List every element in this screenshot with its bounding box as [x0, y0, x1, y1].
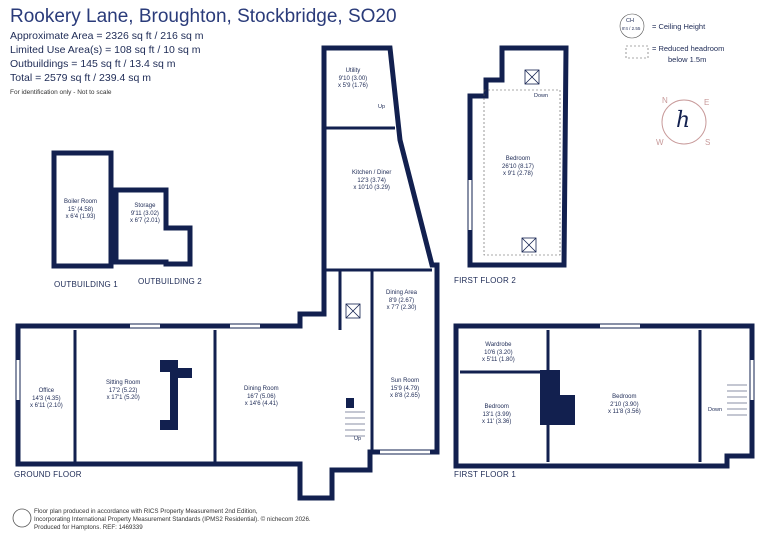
stair-down-ff2: Down	[534, 93, 549, 99]
label-first-floor-2: FIRST FLOOR 2	[454, 276, 517, 285]
compass-n: N	[662, 96, 668, 105]
stair-up-utility: Up	[378, 104, 386, 110]
footer-text: Floor plan produced in accordance with R…	[34, 508, 311, 532]
compass-e: E	[704, 98, 710, 107]
legend-ceiling-height: = Ceiling Height	[652, 22, 706, 31]
compass-w: W	[656, 138, 664, 147]
approx-area: Approximate Area = 2326 sq ft / 216 sq m	[10, 30, 204, 42]
legend-ch-top: CH	[626, 18, 634, 24]
legend-ch-bottom: 8'4 / 2.55	[622, 26, 641, 31]
first-floor-1-walls	[453, 323, 755, 469]
compass-s: S	[705, 138, 711, 147]
label-outbuilding-1: OUTBUILDING 1	[54, 280, 118, 289]
stair-up-ground: Up	[354, 436, 362, 442]
outbuilding-2-walls	[113, 187, 193, 267]
stair-down-ff1: Down	[708, 407, 723, 413]
total-area: Total = 2579 sq ft / 239.4 sq m	[10, 72, 151, 84]
disclaimer-note: For identification only - Not to scale	[10, 89, 112, 96]
legend-reduced-line1: = Reduced headroom	[652, 44, 725, 53]
label-outbuilding-2: OUTBUILDING 2	[138, 277, 202, 286]
limited-use-area: Limited Use Area(s) = 108 sq ft / 10 sq …	[10, 44, 201, 56]
label-first-floor-1: FIRST FLOOR 1	[454, 470, 517, 479]
ground-floor-walls	[15, 45, 440, 501]
outbuildings-area: Outbuildings = 145 sq ft / 13.4 sq m	[10, 58, 176, 70]
outbuilding-1-walls	[51, 150, 114, 269]
label-ground-floor: GROUND FLOOR	[14, 470, 82, 479]
page-title: Rookery Lane, Broughton, Stockbridge, SO…	[10, 6, 397, 27]
legend-reduced-line2: below 1.5m	[668, 55, 707, 64]
compass-logo: h	[676, 108, 691, 133]
first-floor-2-walls	[467, 45, 569, 268]
